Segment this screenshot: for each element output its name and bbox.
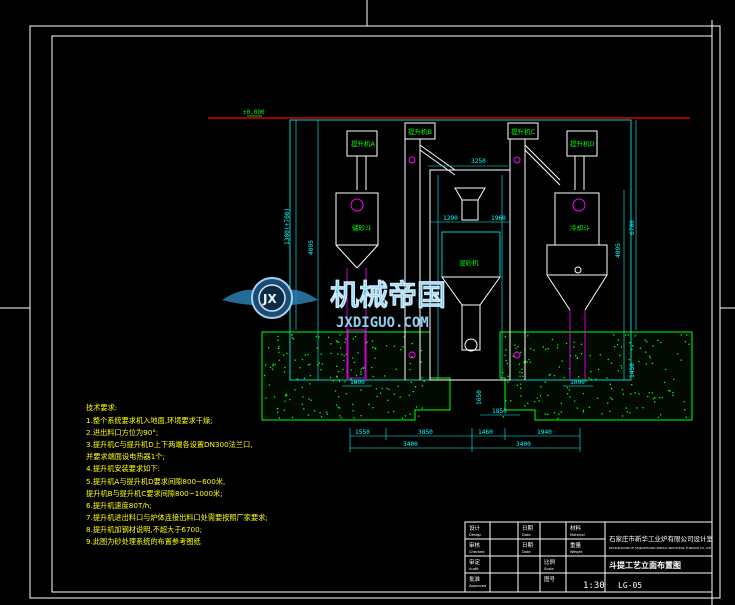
notes-title: 技术要求: [86,403,118,412]
svg-text:审定: 审定 [469,558,481,566]
svg-text:Weight: Weight [570,550,583,554]
svg-text:1:30: 1:30 [583,581,605,591]
inner-frame [51,35,713,593]
svg-text:提升机D: 提升机D [570,139,595,148]
note-item: 3.提升机C与提升机D上下两端各设置DN300法兰口, [86,440,253,450]
ground-speckle [264,334,690,420]
svg-text:3400: 3400 [516,441,531,448]
svg-text:审核: 审核 [469,541,481,549]
watermark-en: JXDIGUO.COM [336,315,429,331]
svg-text:3400: 3400 [403,441,418,448]
svg-text:Design: Design [469,533,481,537]
svg-text:JX: JX [262,292,277,306]
elevation-label: ±0.000 [243,109,265,116]
svg-text:日期: 日期 [522,525,534,532]
svg-text:冷却斗: 冷却斗 [570,223,590,232]
svg-text:4095: 4095 [308,240,315,255]
note-item: 7.提升机进出料口与炉体连接出料口处需要按照厂家要求; [86,512,268,522]
svg-text:储砂斗: 储砂斗 [352,223,372,232]
svg-text:日期: 日期 [522,542,534,549]
svg-text:重量: 重量 [570,541,582,549]
technical-notes: 技术要求: 1.整个系统要求机入地面,环境要求干燥; 2.进出料口方位为90°;… [86,402,268,548]
note-item: 9.此图为砂处理系统的布置参考图纸 [86,537,201,547]
svg-text:1550: 1550 [355,429,370,436]
svg-text:斗提工艺立面布置图: 斗提工艺立面布置图 [609,560,681,570]
outer-frame [29,25,721,599]
svg-text:1650: 1650 [476,390,483,405]
svg-text:3850: 3850 [418,429,433,436]
svg-text:提升机C: 提升机C [511,127,536,136]
svg-text:1460: 1460 [478,429,493,436]
note-item: 4.提升机安装要求如下: [86,464,160,474]
svg-text:Material: Material [570,533,585,537]
svg-text:3250: 3250 [471,158,486,165]
svg-text:Checked: Checked [469,550,484,554]
note-item: 6.提升机速度80T/h; [86,500,152,510]
svg-text:Scale: Scale [544,567,554,571]
svg-text:批准: 批准 [469,575,481,583]
svg-text:Date: Date [522,550,531,554]
svg-text:1450: 1450 [629,363,636,378]
svg-text:材料: 材料 [570,524,582,532]
watermark-cn: 机械帝国 [330,278,446,312]
note-item: 8.提升机加钢材说明,不超大于6700; [86,524,203,534]
svg-text:石家庄市新华工业炉有限公司设计室: 石家庄市新华工业炉有限公司设计室 [609,534,714,543]
title-block: 设计 Design 审核 Checked 审定 Audit 批准 Approve… [464,521,714,593]
svg-text:Audit: Audit [469,567,479,571]
svg-text:1850: 1850 [492,408,507,415]
svg-text:混砂机: 混砂机 [459,258,479,267]
svg-text:设计: 设计 [469,524,481,532]
note-item: 提升机B与提升机C要求间隙800~1000米; [86,488,223,498]
note-item: 并要求端面设电热器1个; [86,452,165,462]
svg-text:提升机B: 提升机B [408,127,432,136]
note-item: 1.整个系统要求机入地面,环境要求干燥; [86,416,213,426]
svg-text:1000: 1000 [350,379,365,386]
svg-text:Approved: Approved [469,584,486,588]
svg-text:1000: 1000 [570,379,585,386]
foundation-right [499,331,693,421]
note-item: 2.进出料口方位为90°; [86,428,159,438]
mixer-unit: 混砂机 [429,169,511,381]
svg-text:提升机A: 提升机A [351,139,376,148]
svg-text:1940: 1940 [537,429,552,436]
svg-text:1300(+700): 1300(+700) [284,208,291,245]
elevator-d: 提升机D 冷却斗 [546,130,608,380]
svg-text:Date: Date [522,533,531,537]
svg-text:LG-05: LG-05 [618,581,642,590]
svg-text:4095: 4095 [615,243,622,258]
svg-text:比例: 比例 [544,558,556,566]
svg-text:6700: 6700 [629,220,636,235]
watermark-logo: JX 机械帝国 JXDIGUO.COM [222,277,446,331]
svg-text:图号: 图号 [544,575,556,583]
svg-text:1960: 1960 [491,215,506,222]
note-item: 5.提升机A与提升机D要求间隙800~600米, [86,476,226,486]
svg-text:1290: 1290 [443,215,458,222]
dimensions: 3250 1290 1960 4095 1300(+700) 4095 6700… [284,120,637,452]
elevator-a: 提升机A 储砂斗 [335,130,379,380]
svg-text:DESIGN ROOM OF SHIJIAZHUANG XI: DESIGN ROOM OF SHIJIAZHUANG XINHUA INDUS… [609,546,711,550]
elevator-b: 提升机B [404,122,456,380]
